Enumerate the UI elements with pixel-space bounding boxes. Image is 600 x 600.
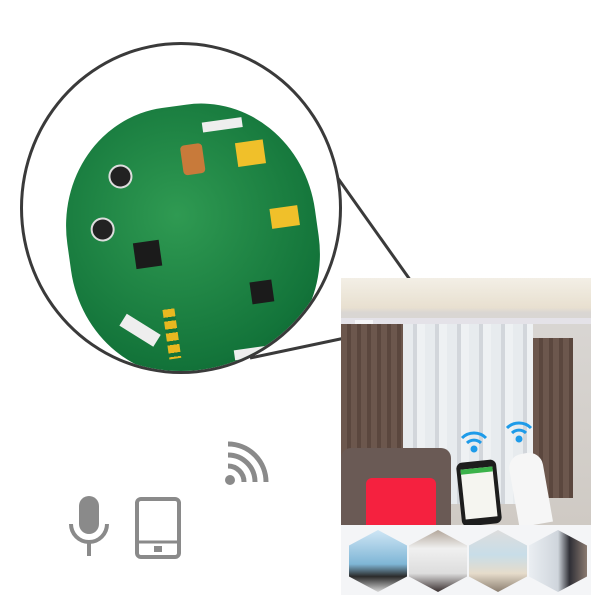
- wifi-icon: [460, 431, 488, 453]
- wifi-signal-icon: [225, 441, 269, 485]
- red-accent-block: [366, 478, 436, 525]
- circuit-board-image: [50, 88, 336, 371]
- wifi-icon: [505, 421, 533, 443]
- connector: [201, 117, 243, 133]
- microphone-icon: [69, 496, 109, 556]
- room-thumbnails-strip: [341, 525, 591, 595]
- inductor: [179, 142, 206, 176]
- room-thumbnail: [409, 530, 467, 592]
- relay: [269, 205, 300, 229]
- room-thumbnail: [469, 530, 527, 592]
- microcontroller-chip: [249, 279, 275, 305]
- capacitor: [106, 162, 135, 191]
- curtain-track: [341, 318, 591, 324]
- smartphone: [455, 459, 503, 525]
- capacitor: [89, 215, 117, 244]
- pcb-magnifier-circle: [20, 42, 342, 374]
- room-thumbnail: [529, 530, 587, 592]
- tablet-icon: [135, 497, 181, 559]
- inductor: [132, 239, 163, 270]
- relay: [234, 139, 267, 167]
- room-thumbnail: [349, 530, 407, 592]
- phone-app-screen: [460, 466, 498, 520]
- capacitors-row: [162, 308, 182, 360]
- connector: [119, 313, 161, 347]
